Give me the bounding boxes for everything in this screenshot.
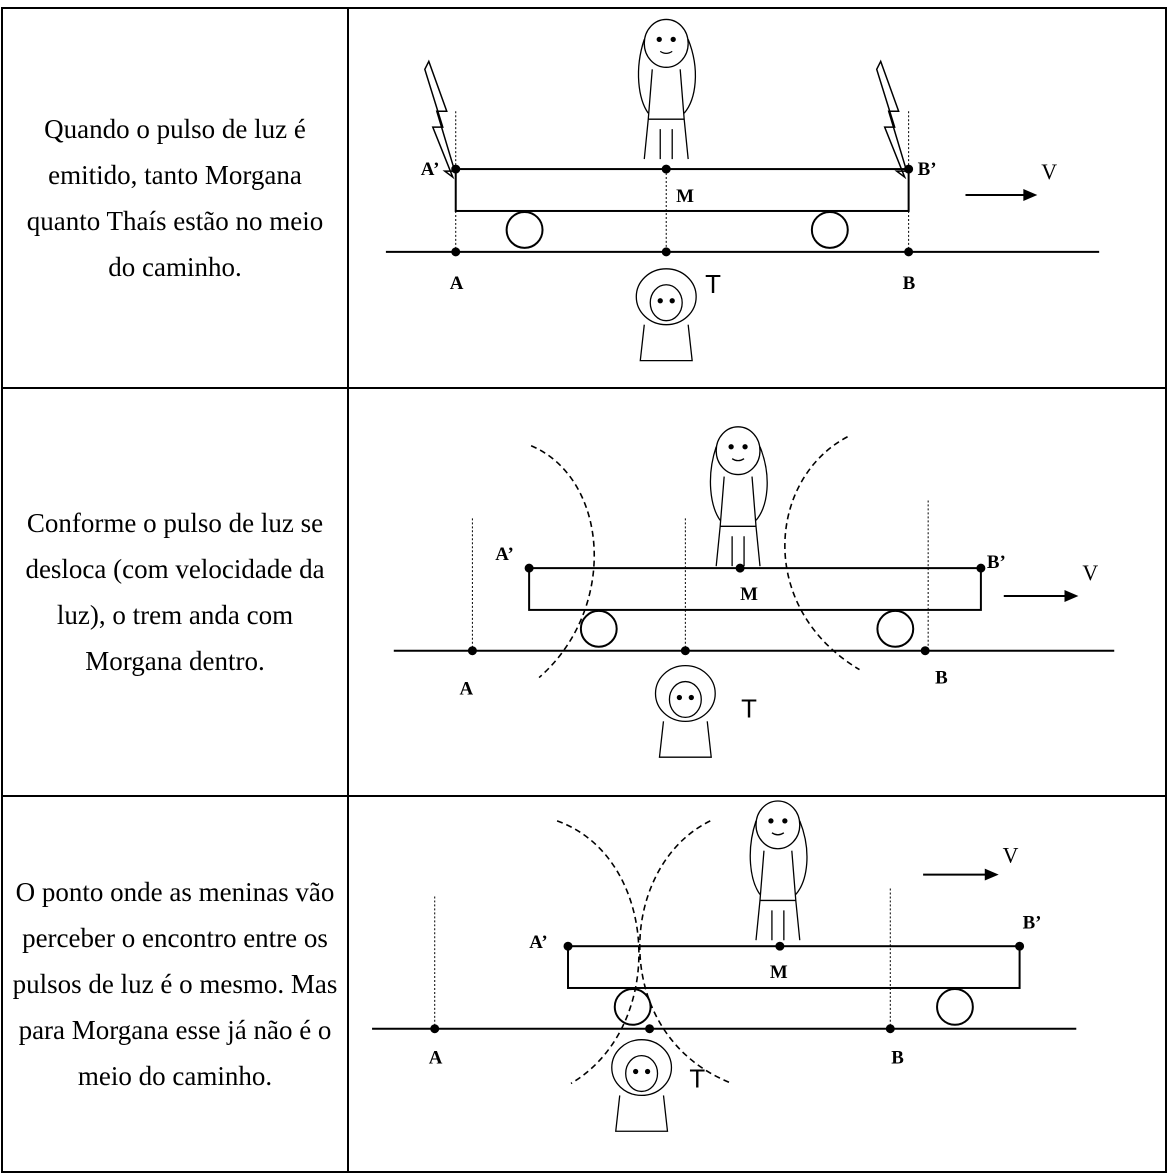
table-row: Quando o pulso de luz é emitido, tanto M… bbox=[3, 9, 1165, 387]
morgana-figure bbox=[637, 18, 697, 160]
table-row: Conforme o pulso de luz se desloca (com … bbox=[3, 387, 1165, 795]
train-diagram-1: A’ M B’ V A B T bbox=[385, 18, 1100, 362]
train-car bbox=[567, 945, 1021, 1026]
label-m: M bbox=[740, 584, 758, 605]
label-a-prime: A’ bbox=[421, 159, 440, 180]
diagram-cell: A’ M B’ V A B T bbox=[349, 797, 1165, 1171]
label-b: B bbox=[935, 668, 948, 689]
thais-figure bbox=[611, 1039, 673, 1132]
label-t: T bbox=[741, 695, 757, 723]
description-cell: O ponto onde as meninas vão perceber o e… bbox=[3, 797, 349, 1171]
description-text: Quando o pulso de luz é emitido, tanto M… bbox=[26, 114, 324, 282]
description-text: Conforme o pulso de luz se desloca (com … bbox=[25, 508, 325, 676]
light-pulse-wavefront bbox=[530, 436, 860, 679]
label-t: T bbox=[705, 271, 721, 299]
marker-points bbox=[430, 941, 1025, 1034]
morgana-figure bbox=[709, 426, 768, 567]
label-a: A bbox=[450, 273, 464, 294]
description-cell: Conforme o pulso de luz se desloca (com … bbox=[3, 389, 349, 795]
label-b: B bbox=[891, 1048, 904, 1069]
projection-lines bbox=[471, 500, 929, 651]
label-t: T bbox=[689, 1065, 705, 1093]
label-a-prime: A’ bbox=[529, 932, 548, 953]
train-car bbox=[454, 168, 910, 249]
velocity-arrow bbox=[1003, 590, 1079, 602]
label-a: A bbox=[429, 1048, 443, 1069]
light-pulse-wavefront bbox=[556, 820, 733, 1085]
train-diagram-2: A’ M B’ V A B T bbox=[393, 426, 1115, 758]
train-diagram-3: A’ M B’ V A B T bbox=[372, 800, 1077, 1132]
train-car bbox=[528, 567, 982, 648]
label-b-prime: B’ bbox=[987, 552, 1006, 573]
lightning-icon bbox=[875, 59, 908, 180]
marker-points bbox=[467, 563, 986, 656]
projection-lines bbox=[434, 888, 891, 1029]
lightning-icon bbox=[424, 59, 456, 180]
marker-points bbox=[451, 164, 914, 257]
thais-figure bbox=[654, 664, 716, 758]
label-v: V bbox=[1082, 560, 1098, 585]
comparison-table: Quando o pulso de luz é emitido, tanto M… bbox=[1, 7, 1167, 1173]
diagram-cell: A’ M B’ V A B T bbox=[349, 389, 1165, 795]
label-a: A bbox=[459, 678, 473, 699]
description-text: O ponto onde as meninas vão perceber o e… bbox=[12, 877, 338, 1091]
label-a-prime: A’ bbox=[495, 544, 514, 565]
label-v: V bbox=[1003, 844, 1019, 868]
projection-lines bbox=[455, 111, 910, 252]
label-b-prime: B’ bbox=[918, 159, 937, 180]
velocity-arrow bbox=[923, 868, 999, 881]
label-v: V bbox=[1041, 159, 1057, 184]
label-b-prime: B’ bbox=[1023, 912, 1042, 933]
label-m: M bbox=[676, 186, 694, 207]
thais-figure bbox=[635, 268, 697, 362]
velocity-arrow bbox=[965, 189, 1038, 201]
label-m: M bbox=[770, 962, 788, 983]
morgana-figure bbox=[749, 800, 808, 941]
diagram-cell: A’ M B’ V A B T bbox=[349, 9, 1165, 387]
label-b: B bbox=[903, 273, 916, 294]
description-cell: Quando o pulso de luz é emitido, tanto M… bbox=[3, 9, 349, 387]
table-row: O ponto onde as meninas vão perceber o e… bbox=[3, 795, 1165, 1171]
